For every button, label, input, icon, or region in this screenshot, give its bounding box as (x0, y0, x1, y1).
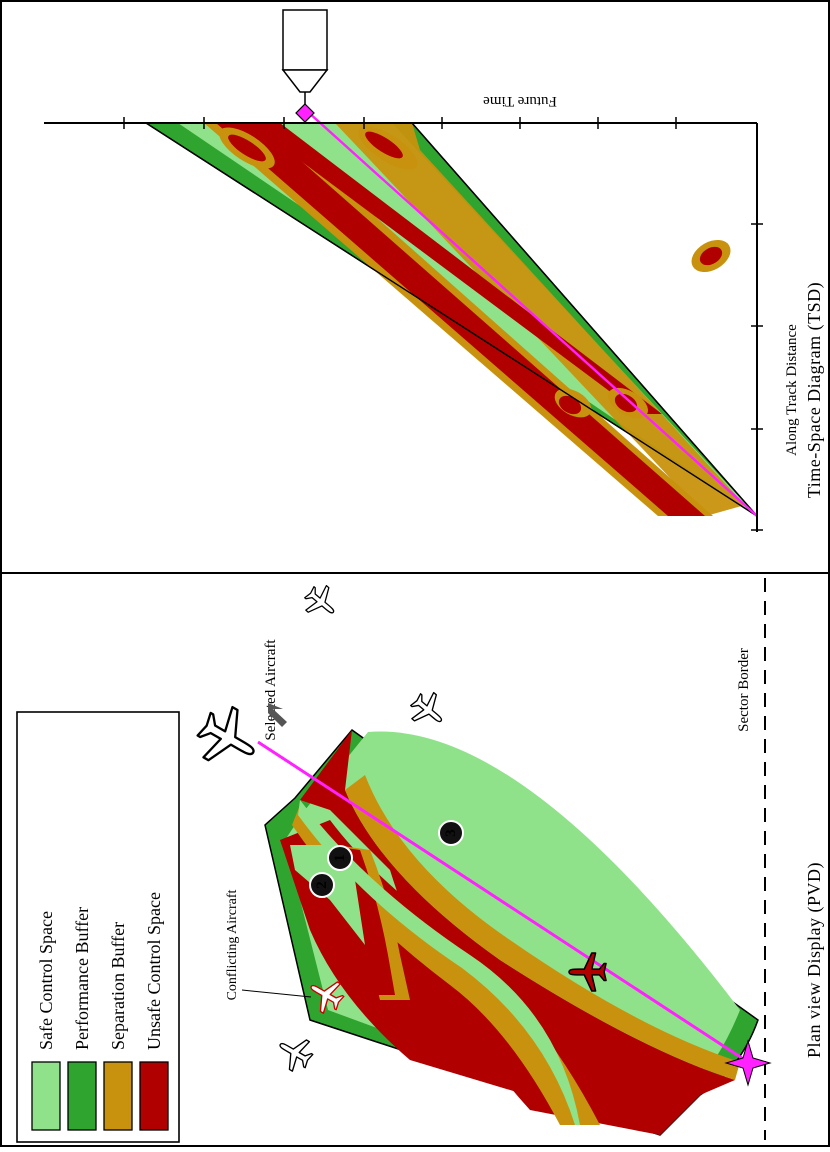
tsd-y-axis-label: Future Time (483, 93, 557, 109)
legend-label-performance: Performance Buffer (72, 907, 92, 1050)
legend-swatch-performance (67, 1061, 97, 1131)
marker-2: 2 (309, 872, 335, 898)
selected-aircraft-icon[interactable] (188, 697, 269, 779)
legend-swatch-unsafe (139, 1061, 169, 1131)
sector-border-label: Sector Border (736, 648, 752, 732)
marker-3: 3 (438, 820, 464, 846)
tsd-axes (44, 117, 763, 532)
selected-aircraft-arrow-icon (268, 703, 287, 727)
tsd-route-line (307, 111, 758, 517)
pvd-control-space (257, 728, 759, 1136)
selected-aircraft-label: Selected Aircraft (263, 639, 279, 741)
tsd-panel: Future Time Along Track Distance Time-Sp… (44, 9, 825, 532)
pvd-panel: Sector Border 1 2 (16, 578, 825, 1143)
legend-label-safe: Safe Control Space (36, 911, 56, 1050)
svg-text:2: 2 (314, 881, 330, 889)
tsd-wedge (143, 111, 758, 517)
pvd-route-line (257, 740, 749, 1064)
destination-star-icon (724, 1039, 772, 1087)
legend-label-separation: Separation Buffer (108, 922, 128, 1050)
svg-text:3: 3 (443, 829, 459, 837)
legend-swatch-separation (103, 1061, 133, 1131)
aircraft-icon[interactable] (271, 1029, 319, 1077)
aircraft-icon[interactable] (298, 579, 345, 626)
tsd-x-axis-label: Along Track Distance (784, 324, 800, 456)
svg-text:1: 1 (332, 854, 348, 862)
tsd-current-position-marker (281, 9, 329, 123)
tsd-title: Time-Space Diagram (TSD) (804, 282, 825, 498)
pvd-title: Plan view Display (PVD) (804, 862, 825, 1058)
conflicting-aircraft-label: Conflicting Aircraft (225, 889, 240, 1000)
conflicting-aircraft-leader (241, 989, 312, 998)
legend-swatch-safe (31, 1061, 61, 1131)
aircraft-icon[interactable] (404, 685, 453, 735)
marker-1: 1 (327, 845, 353, 871)
legend-label-unsafe: Unsafe Control Space (144, 892, 164, 1050)
legend: Safe Control Space Performance Buffer Se… (16, 711, 180, 1143)
